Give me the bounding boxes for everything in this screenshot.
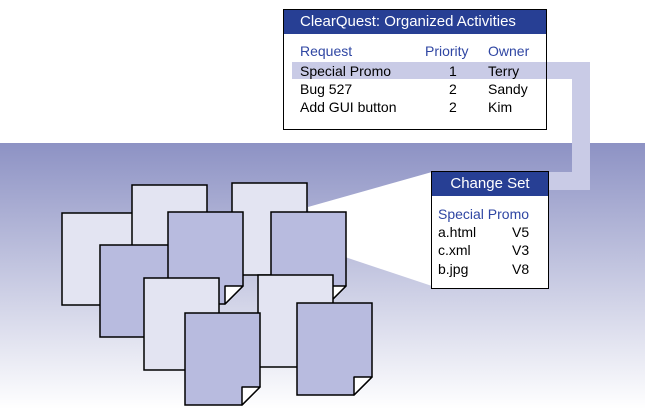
owner-cell: Terry <box>488 63 520 79</box>
column-header-request: Request <box>300 43 353 59</box>
request-cell: Special Promo <box>300 63 392 79</box>
file-name: b.jpg <box>438 261 469 277</box>
owner-cell: Kim <box>488 99 513 115</box>
change-set-panel: Change Set Special Promo a.html V5 c.xml… <box>431 171 549 289</box>
priority-cell: 2 <box>449 99 457 115</box>
column-header-owner: Owner <box>488 43 530 59</box>
priority-cell: 2 <box>449 81 457 97</box>
table-row[interactable] <box>292 62 546 79</box>
file-version: V8 <box>512 261 530 277</box>
activities-panel: ClearQuest: Organized Activities Request… <box>283 9 547 130</box>
column-header-priority: Priority <box>425 43 469 59</box>
change-set-title: Change Set <box>432 172 548 196</box>
owner-cell: Sandy <box>488 81 528 97</box>
change-set-activity: Special Promo <box>438 206 530 222</box>
callout-beam <box>308 172 432 286</box>
priority-cell: 1 <box>449 63 457 79</box>
document-icon <box>184 312 261 406</box>
request-cell: Bug 527 <box>300 81 353 97</box>
file-name: a.html <box>438 224 477 240</box>
request-cell: Add GUI button <box>300 99 397 115</box>
file-version: V5 <box>512 224 530 240</box>
document-icon <box>296 302 373 396</box>
file-version: V3 <box>512 242 530 258</box>
file-name: c.xml <box>438 242 471 258</box>
activities-panel-title: ClearQuest: Organized Activities <box>284 10 546 34</box>
